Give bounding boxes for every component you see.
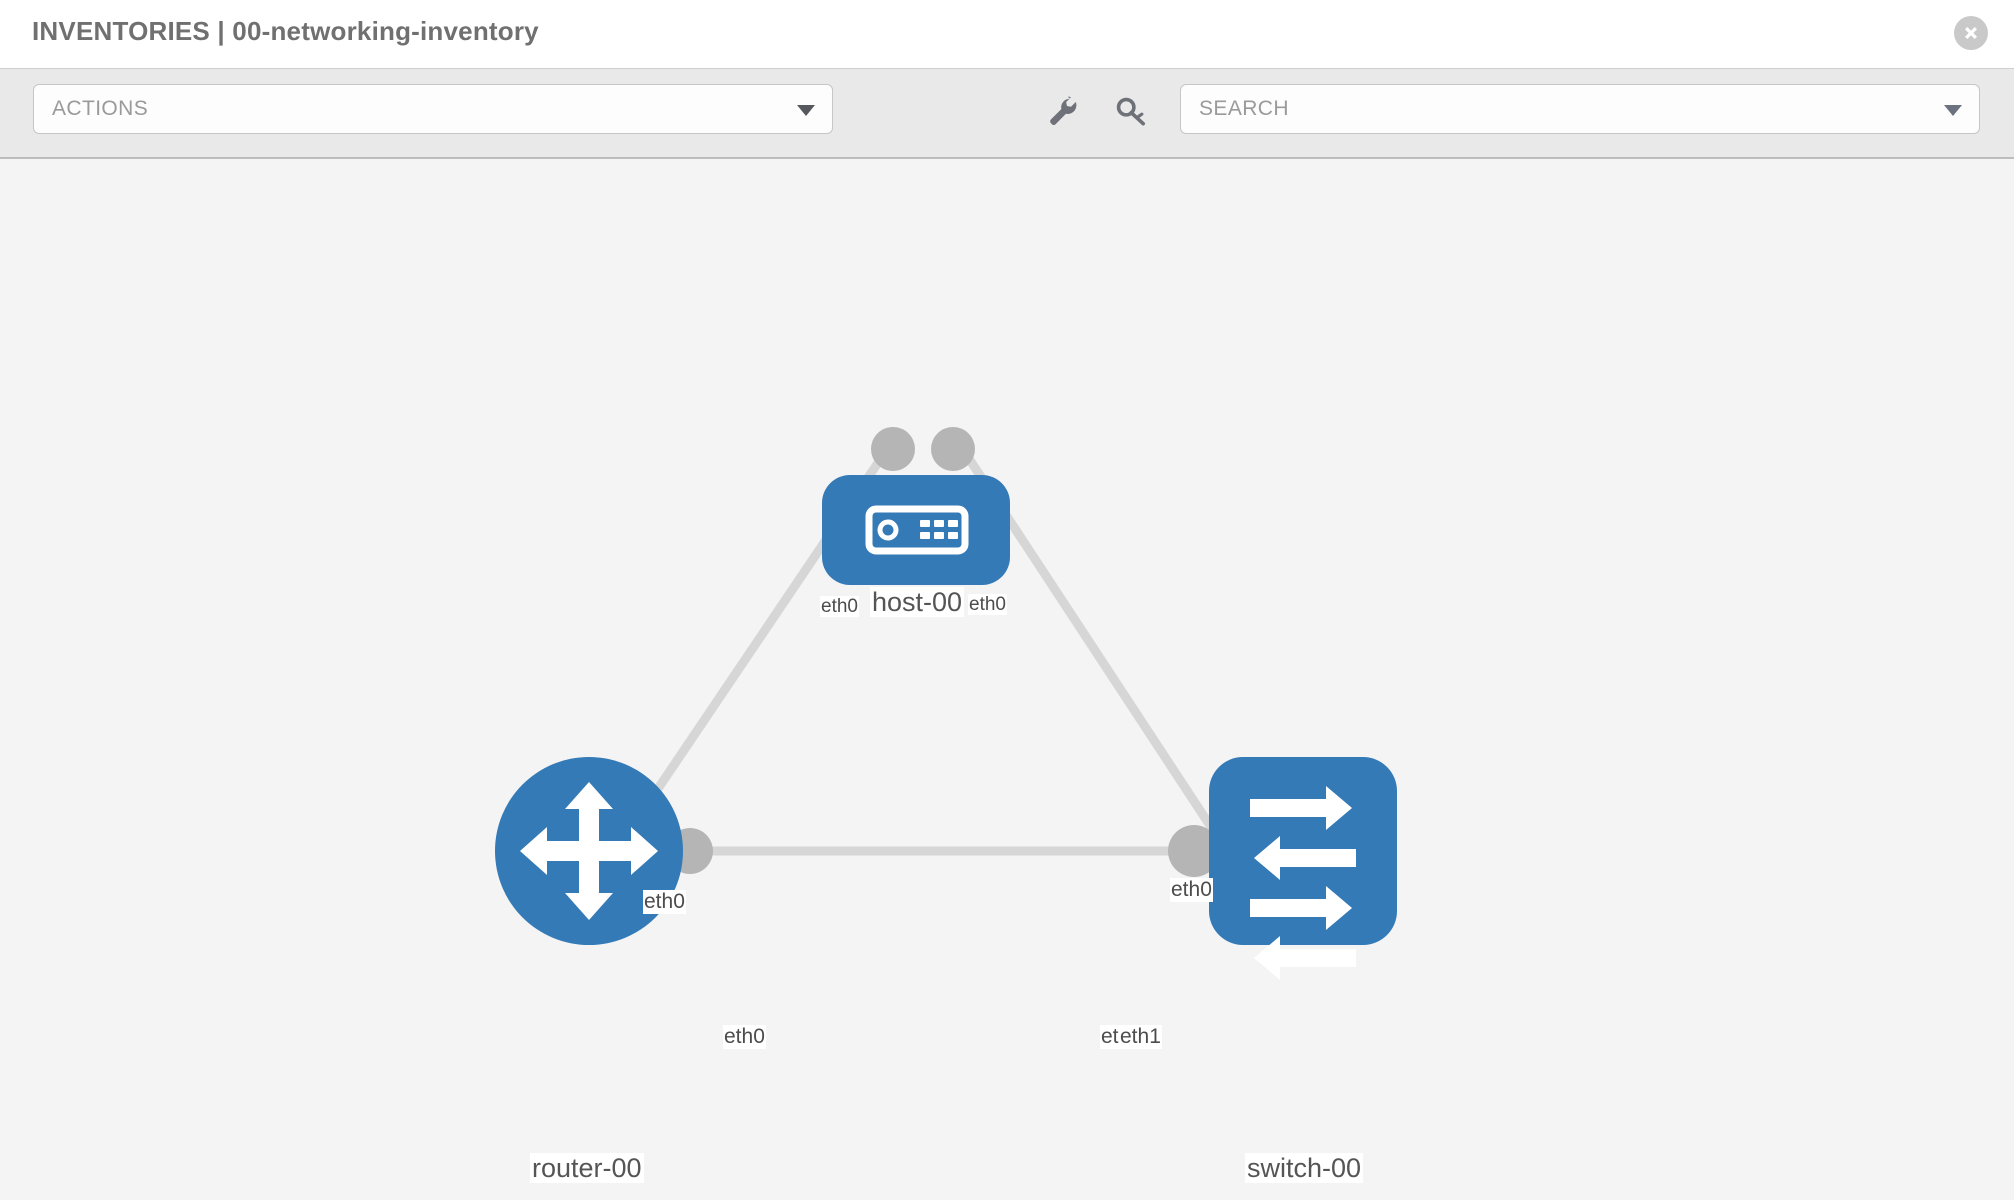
node-switch-00 [1209,757,1397,980]
edge-label-host-switch: eth0 [968,594,1007,616]
edge-label-host-router: eth0 [820,596,859,618]
title-bar: INVENTORIES | 00-networking-inventory [0,0,2014,68]
port-switch-eth1 [1168,825,1220,877]
port-host-eth0-left [871,427,915,471]
chevron-down-icon [1944,105,1962,116]
node-label-switch-00: switch-00 [1245,1153,1364,1184]
close-icon[interactable] [1954,16,1988,50]
edge-label-switch-eth1: eth1 [1119,1025,1162,1049]
node-label-router-00: router-00 [530,1153,644,1184]
key-icon[interactable] [1114,95,1148,129]
wrench-icon[interactable] [1046,95,1080,129]
actions-dropdown-label: ACTIONS [52,97,149,120]
node-host-00 [822,475,1010,585]
edge-label-router-host: eth0 [643,890,686,914]
topology-canvas[interactable]: eth0 eth0 eth0 eth0 eth0 eth0 eth1 host-… [0,159,2014,1200]
node-label-host-00: host-00 [870,587,965,618]
search-placeholder: SEARCH [1199,97,1289,120]
topology-graph [495,427,1397,980]
edge-label-switch-host: eth0 [1170,878,1213,902]
node-router-00 [495,757,683,945]
port-host-eth0-right [931,427,975,471]
actions-dropdown[interactable]: ACTIONS [33,84,833,134]
page-title: INVENTORIES | 00-networking-inventory [32,16,539,46]
toolbar: ACTIONS SEARCH [0,68,2014,159]
chevron-down-icon [797,105,815,116]
edge-label-router-eth0: eth0 [723,1025,766,1049]
search-input[interactable]: SEARCH [1180,84,1980,134]
